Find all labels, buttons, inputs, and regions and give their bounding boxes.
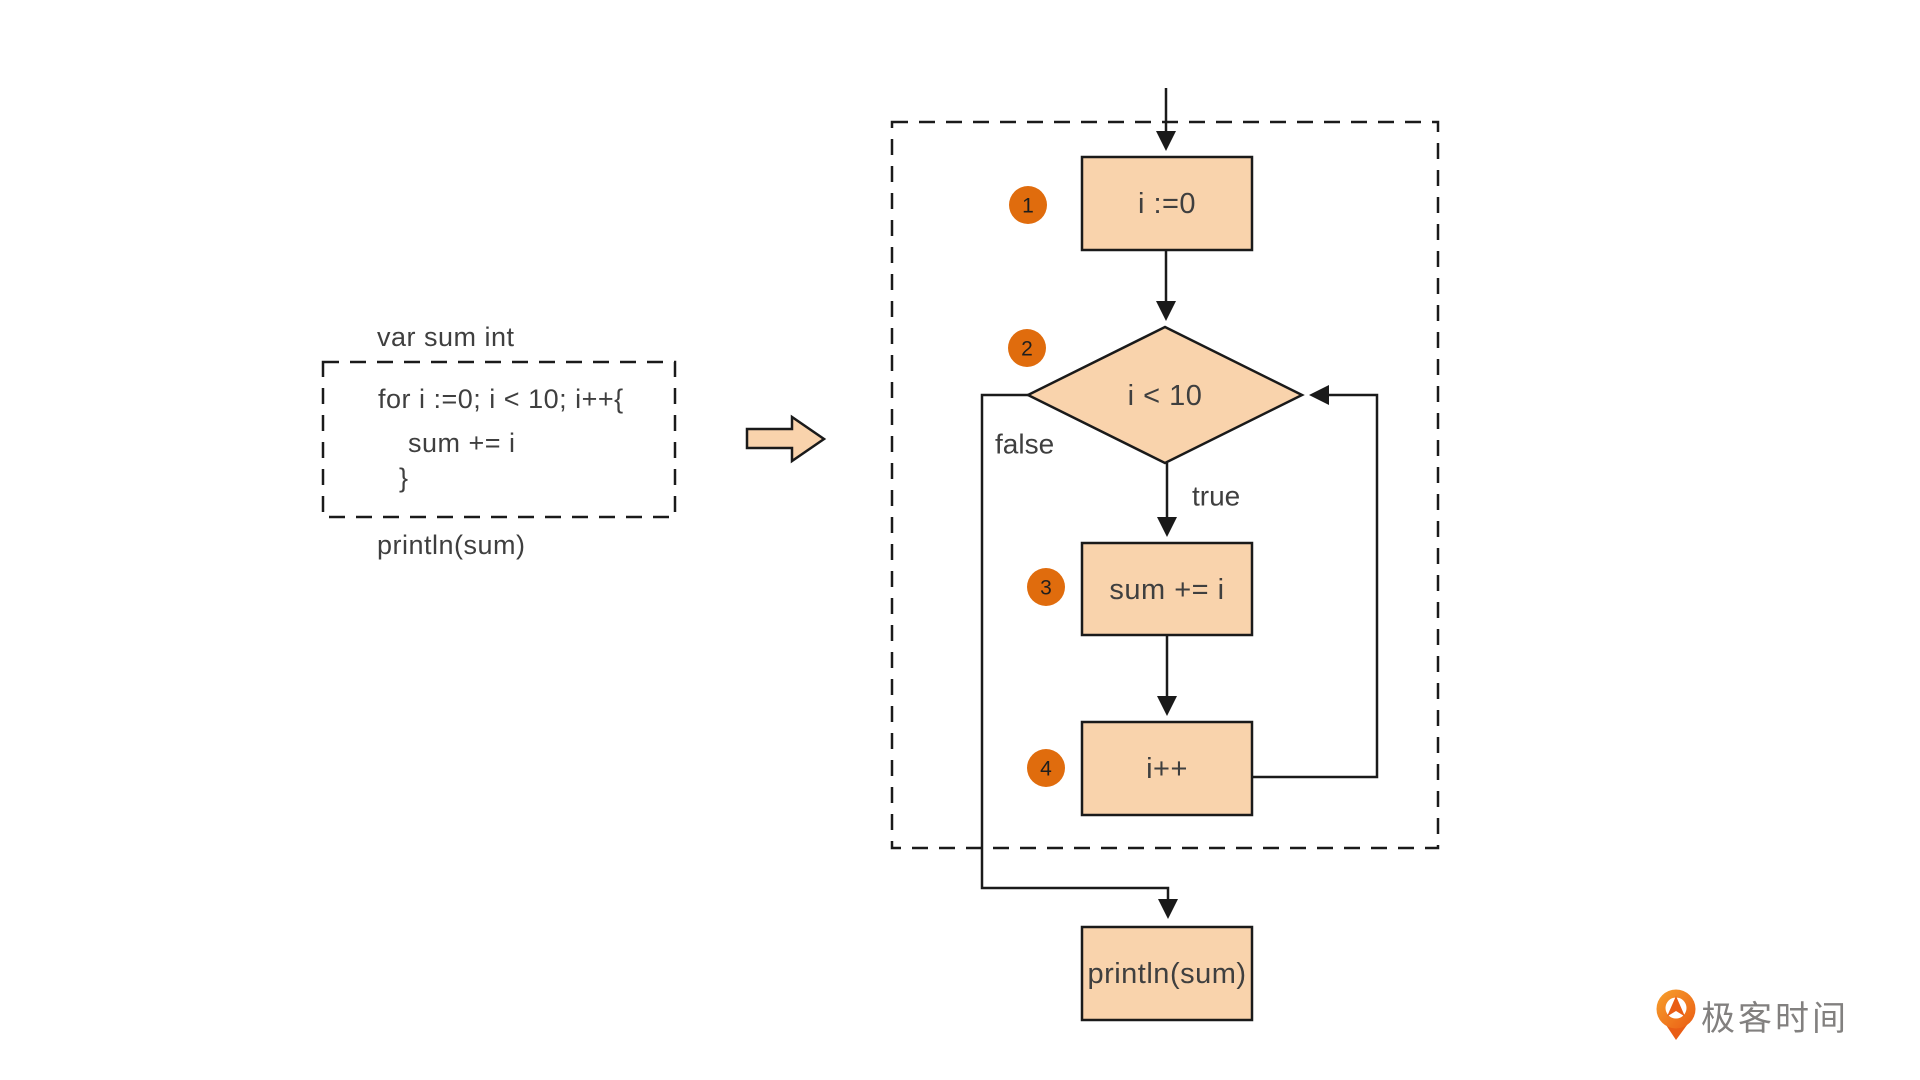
node-increment-box bbox=[1080, 720, 1254, 817]
node-body-label: sum += i bbox=[1109, 574, 1224, 606]
code-line-var-declaration: var sum int bbox=[377, 322, 515, 352]
code-line-closing-brace: } bbox=[399, 463, 409, 493]
code-loop-dashed-box bbox=[321, 360, 677, 519]
step-badge-1 bbox=[1009, 186, 1047, 224]
step-badge-1-label: 1 bbox=[1022, 195, 1034, 218]
step-badge-3 bbox=[1027, 568, 1065, 606]
node-init-label: i :=0 bbox=[1138, 188, 1196, 220]
node-condition-label: i < 10 bbox=[1128, 380, 1203, 412]
true-branch-label: true bbox=[1192, 481, 1240, 512]
connector-false-branch bbox=[980, 393, 1178, 919]
transform-arrow-icon bbox=[745, 414, 827, 464]
geektime-logo-icon bbox=[1656, 989, 1696, 1040]
node-increment-label: i++ bbox=[1146, 753, 1188, 785]
code-line-for-header: for i :=0; i < 10; i++{ bbox=[378, 384, 624, 414]
step-badge-4 bbox=[1027, 749, 1065, 787]
step-badge-2 bbox=[1008, 329, 1046, 367]
node-output-label: println(sum) bbox=[1087, 958, 1246, 990]
step-badge-2-label: 2 bbox=[1021, 338, 1033, 361]
node-output-box bbox=[1080, 925, 1254, 1022]
code-line-loop-body: sum += i bbox=[384, 428, 516, 458]
code-line-println: println(sum) bbox=[377, 530, 526, 560]
node-condition-diamond bbox=[1025, 325, 1305, 465]
geektime-logo-text: 极客时间 bbox=[1701, 1000, 1849, 1038]
step-badge-3-label: 3 bbox=[1040, 577, 1052, 600]
node-body-box bbox=[1080, 541, 1254, 637]
step-badge-4-label: 4 bbox=[1040, 758, 1052, 781]
connector-loop-back bbox=[1252, 385, 1379, 779]
node-init-box bbox=[1080, 155, 1254, 252]
false-branch-label: false bbox=[995, 429, 1054, 460]
